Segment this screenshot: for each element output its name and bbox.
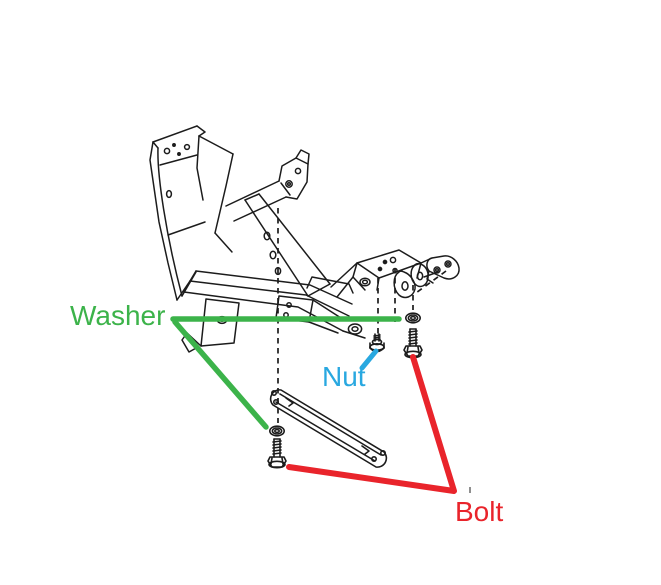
axis-tab-diagonal bbox=[415, 270, 447, 294]
crossmember-upper-arm bbox=[225, 149, 310, 222]
crossmember-drawing bbox=[149, 125, 460, 353]
crossmember-center-support bbox=[244, 193, 331, 297]
washer-label: Washer bbox=[70, 300, 166, 331]
assembly-axis-lines bbox=[277, 208, 447, 423]
crossmember-main-beam bbox=[181, 270, 366, 353]
nut-leader-line bbox=[359, 348, 379, 371]
brace-bar bbox=[269, 389, 388, 468]
washer-right-icon bbox=[404, 312, 421, 324]
crossmember-right-mount bbox=[330, 249, 460, 299]
print-artifact-mark bbox=[469, 487, 471, 493]
bolt-leader-line bbox=[286, 354, 457, 494]
washer-lower-icon bbox=[268, 425, 285, 437]
flange-nut-icon bbox=[369, 333, 385, 353]
washer-leader-diagonal bbox=[172, 319, 269, 430]
bolt-right-icon bbox=[403, 328, 423, 359]
bolt-label: Bolt bbox=[455, 496, 504, 527]
nut-label: Nut bbox=[322, 361, 366, 392]
bolt-lower-icon bbox=[267, 438, 287, 469]
